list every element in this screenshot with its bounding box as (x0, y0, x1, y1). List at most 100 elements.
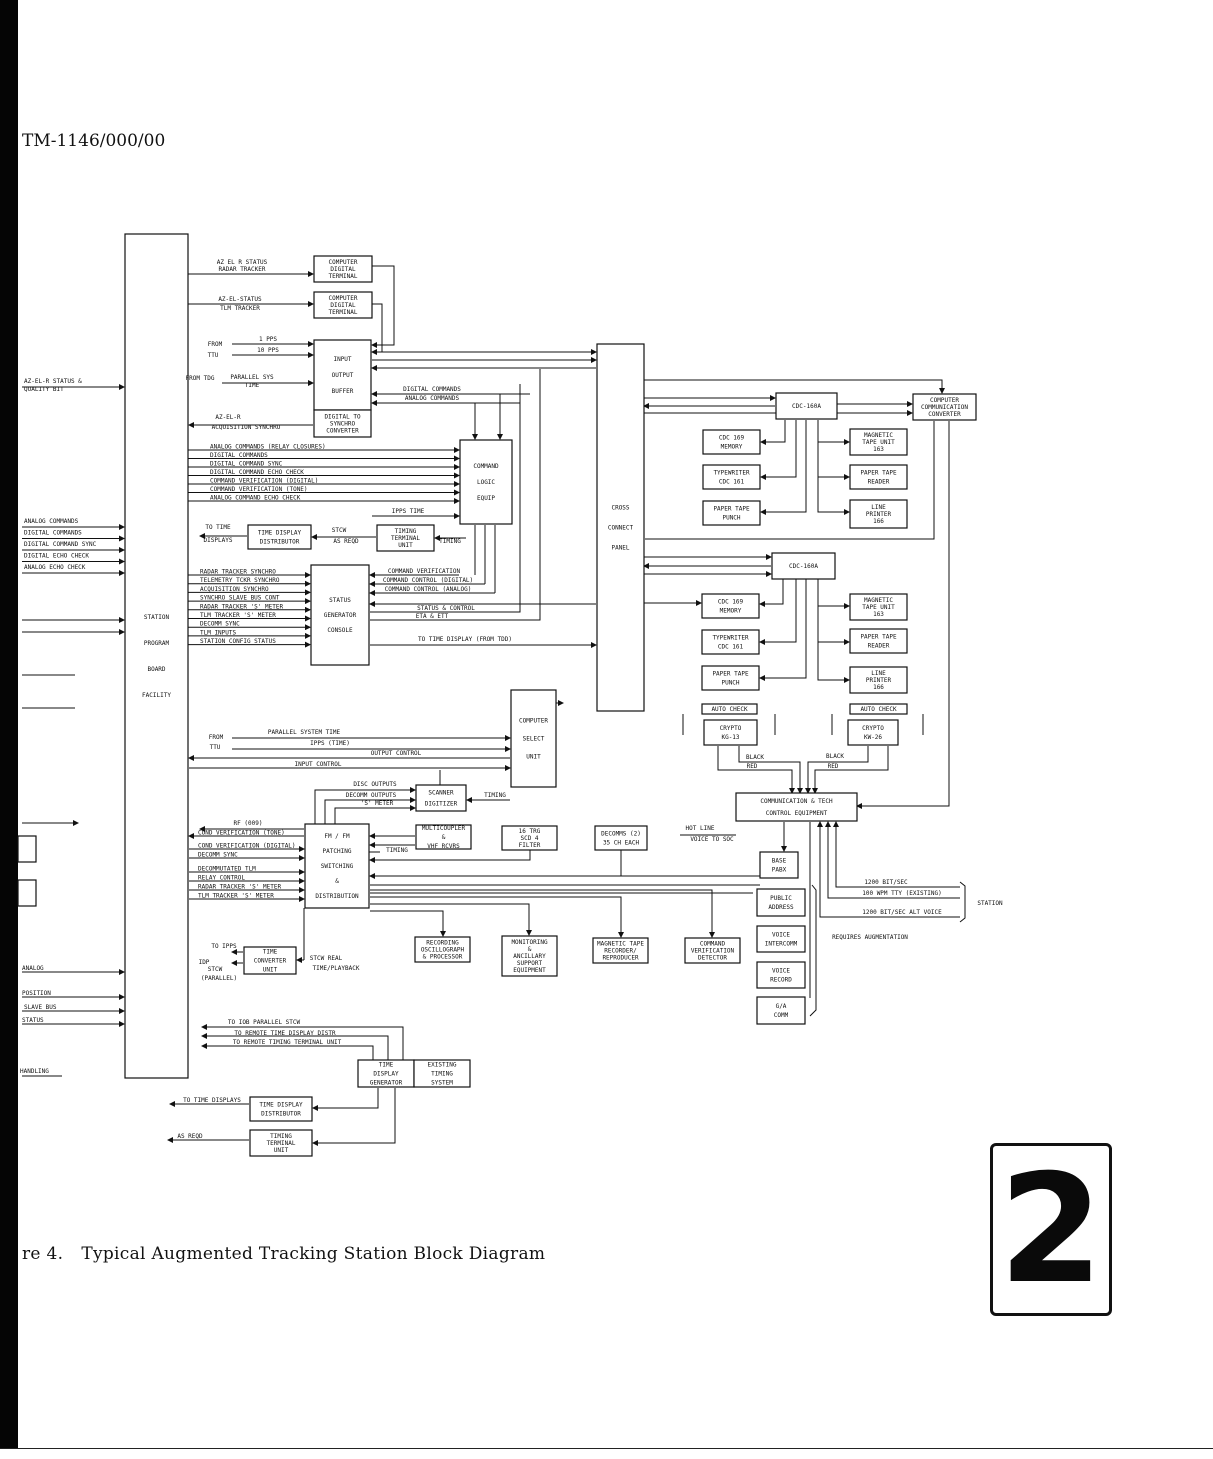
box-label-station_program: BOARD (147, 666, 165, 673)
box-label-mon: ANCILLARY (513, 953, 546, 960)
box-ttu1 (376, 524, 435, 552)
line-fm-rec (370, 910, 446, 937)
label-status-6: DECOMM SYNC (200, 621, 240, 628)
label-time: TIME (245, 382, 260, 389)
box-ac1 (701, 703, 758, 715)
box-label-tdg: GENERATOR (370, 1080, 403, 1087)
label-fm-5: RADAR TRACKER 'S' METER (198, 884, 281, 891)
box-label-filt: FILTER (519, 842, 541, 849)
box-label-cdc160a_2: CDC-160A (789, 563, 818, 570)
line-kw26-ctce-2 (805, 746, 869, 794)
box-cvd (684, 937, 741, 964)
box-label-ccc: CONVERTER (928, 411, 961, 418)
label-idp: IDP (199, 959, 210, 966)
label-parallel-system-time: PARALLEL SYSTEM TIME (268, 729, 341, 736)
line-tdg-ttu2 (312, 1088, 396, 1146)
box-tw2 (701, 629, 760, 655)
figure-number: re 4. (22, 1244, 64, 1264)
box-label-lp2: PRINTER (866, 677, 892, 684)
box-label-mtr: REPRODUCER (602, 955, 639, 962)
box-label-tcu: TIME (263, 949, 278, 956)
label-red-2: RED (828, 763, 839, 770)
box-label-iob: BUFFER (332, 388, 354, 395)
label-left-3: DIGITAL COMMANDS (24, 530, 82, 537)
label-status-2: ACQUISITION SYNCHRO (200, 586, 269, 593)
box-label-pa: PUBLIC (770, 895, 792, 902)
box-label-ccc: COMPUTER (930, 397, 959, 404)
box-mtr (592, 937, 649, 964)
box-label-fmfm: SWITCHING (321, 863, 354, 870)
label-output-control: OUTPUT CONTROL (371, 750, 422, 757)
box-mtu1 (849, 428, 908, 456)
box-label-vi: VOICE (772, 932, 790, 939)
box-vi (756, 925, 806, 953)
box-label-tdd2: TIME DISPLAY (259, 1102, 303, 1109)
line-cdc1-mtu (817, 420, 850, 445)
box-sgr (310, 564, 370, 666)
label-cmd-1: DIGITAL COMMANDS (210, 452, 268, 459)
box-label-cdt_tlm: DIGITAL (330, 302, 356, 309)
label-left-6: ANALOG ECHO CHECK (24, 564, 86, 571)
figure-caption: re 4.Typical Augmented Tracking Station … (22, 1244, 545, 1264)
box-label-cvd: COMMAND (700, 941, 726, 948)
label-digital-commands: DIGITAL COMMANDS (403, 386, 461, 393)
label-timing: TIMING (439, 538, 461, 545)
line-tdg-remote-ttu (201, 1043, 374, 1060)
label-black-1: BLACK (746, 754, 764, 761)
box-label-cle: EQUIP (477, 495, 495, 502)
box-scan (415, 784, 467, 812)
box-label-lp2: 166 (873, 684, 884, 691)
box-label-lp1: 166 (873, 518, 884, 525)
label-requires-augmentation: REQUIRES AUGMENTATION (832, 934, 908, 941)
line-decomm-outputs (324, 797, 416, 824)
box-label-cdt_tlm: COMPUTER (329, 295, 358, 302)
label-status-0: RADAR TRACKER SYNCHRO (200, 569, 276, 576)
label-as-reqd-2: AS REQD (177, 1133, 203, 1140)
box-label-mtr: MAGNETIC TAPE (597, 941, 644, 948)
box-label-ptr1: PAPER TAPE (860, 470, 897, 477)
box-cdt_radar (313, 255, 373, 283)
box-tw1 (702, 464, 761, 490)
box-label-ptp1: PUNCH (722, 515, 740, 522)
box-label-tdd1: TIME DISPLAY (258, 530, 302, 537)
line-cdt-radar-to-iob (371, 265, 395, 348)
box-label-ac1: AUTO CHECK (711, 706, 748, 713)
box-label-kg13: KG-13 (721, 734, 739, 741)
box-label-mcoup: & (442, 834, 446, 841)
box-filt (501, 825, 558, 851)
box-label-cdc160a_1: CDC-160A (792, 403, 821, 410)
box-kg13 (703, 719, 758, 746)
document-id: TM-1146/000/00 (22, 131, 166, 151)
box-label-ptr2: READER (868, 643, 890, 650)
label-left-analog: ANALOG (22, 965, 44, 972)
box-label-station_program: FACILITY (142, 692, 171, 699)
box-base (759, 851, 799, 879)
label-from: FROM (208, 341, 223, 348)
label-1200-alt: 1200 BIT/SEC ALT VOICE (862, 909, 942, 916)
box-label-mem1: MEMORY (721, 444, 743, 451)
box-label-rec: & PROCESSOR (423, 954, 463, 961)
box-cdc160a_1 (775, 392, 838, 420)
label-ipps-time-2: IPPS (TIME) (310, 740, 350, 747)
box-label-ets: SYSTEM (431, 1080, 453, 1087)
line-kw26-ctce (812, 746, 889, 794)
label-left-4: DIGITAL COMMAND SYNC (24, 541, 97, 548)
box-label-tw1: CDC 161 (719, 479, 745, 486)
box-label-cle: COMMAND (473, 463, 499, 470)
line-cdc2-tw (759, 579, 797, 645)
box-label-ets: TIMING (431, 1071, 453, 1078)
box-label-cdt_radar: TERMINAL (329, 273, 358, 280)
label-status-7: TLM INPUTS (200, 629, 237, 636)
line-ccc-ctce (856, 421, 950, 809)
box-tdg (357, 1059, 415, 1088)
box-ccc (912, 393, 977, 421)
box-label-sgr: CONSOLE (327, 627, 353, 634)
box-label-scan: SCANNER (428, 790, 454, 797)
label-command-control-digital: COMMAND CONTROL (DIGITAL) (383, 577, 473, 584)
label-command-control-analog: COMMAND CONTROL (ANALOG) (385, 586, 472, 593)
box-label-base: PABX (772, 867, 787, 874)
box-label-kg13: CRYPTO (720, 725, 742, 732)
label-radar-tracker: RADAR TRACKER (219, 266, 266, 273)
box-tcu (243, 946, 297, 975)
line-fm-mtr (370, 896, 624, 938)
